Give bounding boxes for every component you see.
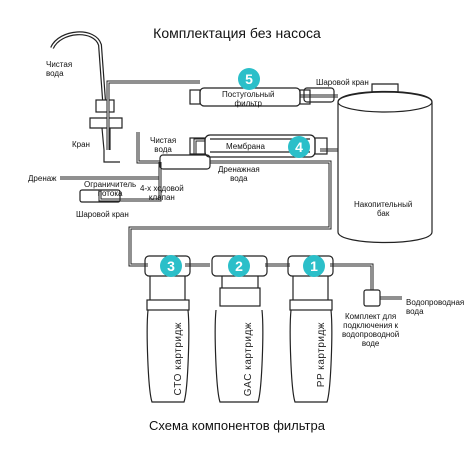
stage-badge-1: 1 (303, 255, 325, 277)
filter-housing-icon (144, 255, 334, 403)
label-drain: Дренаж (28, 174, 57, 183)
stage-badge-5: 5 (238, 68, 260, 90)
label-ball-valve-bottom: Шаровой кран (76, 210, 129, 219)
label-tap: Кран (72, 140, 90, 149)
stage-badge-3: 3 (160, 255, 182, 277)
cartridge-label-cto: CTO картридж (173, 322, 184, 396)
pipes (60, 80, 402, 300)
label-membrane: Мембрана (226, 142, 265, 151)
faucet-icon (50, 31, 123, 163)
cartridge-label-gac: GAC картридж (243, 322, 254, 397)
label-ball-valve-top: Шаровой кран (316, 78, 369, 87)
ball-valve-icon (79, 87, 381, 307)
stage-badge-4: 4 (288, 136, 310, 158)
diagram-caption: Схема компонентов фильтра (149, 418, 325, 433)
storage-tank-icon (337, 83, 433, 244)
cartridge-label-pp: PP картридж (316, 322, 327, 388)
diagram-title: Комплектация без насоса (153, 25, 321, 41)
stage-badge-2: 2 (228, 255, 250, 277)
